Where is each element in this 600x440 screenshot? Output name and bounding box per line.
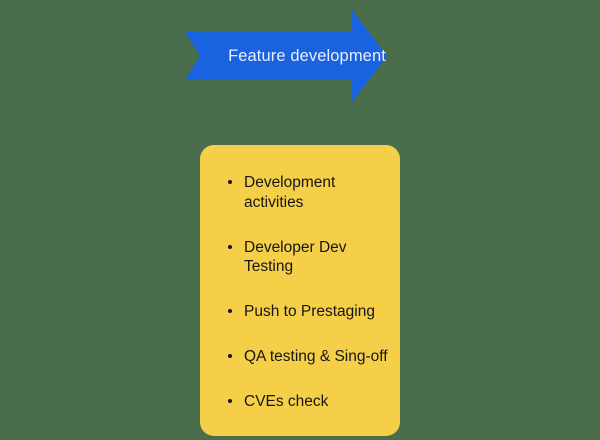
list-item: QA testing & Sing-off (226, 347, 388, 367)
list-item-label: Push to Prestaging (244, 303, 375, 321)
list-item: Push to Prestaging (226, 302, 388, 322)
bullet-icon (228, 309, 232, 314)
bullet-icon (228, 354, 232, 359)
feature-development-arrow[interactable]: Feature development (183, 6, 389, 106)
list-item: Development activities (226, 173, 388, 213)
list-item-label: QA testing & Sing-off (244, 348, 388, 366)
list-item-label: CVEs check (244, 392, 329, 410)
right-arrow-banner-icon (185, 10, 387, 102)
bullet-icon (228, 180, 232, 184)
stage-activities-card: Development activities Developer Dev Tes… (200, 145, 400, 436)
list-item: CVEs check (226, 392, 388, 412)
list-item: Developer Dev Testing (226, 238, 388, 278)
list-item-label: Developer Dev Testing (244, 238, 347, 276)
bullet-icon (228, 244, 232, 249)
bullet-icon (228, 398, 232, 403)
stage-activities-list: Development activities Developer Dev Tes… (226, 173, 388, 412)
list-item-label: Development activities (244, 174, 336, 211)
